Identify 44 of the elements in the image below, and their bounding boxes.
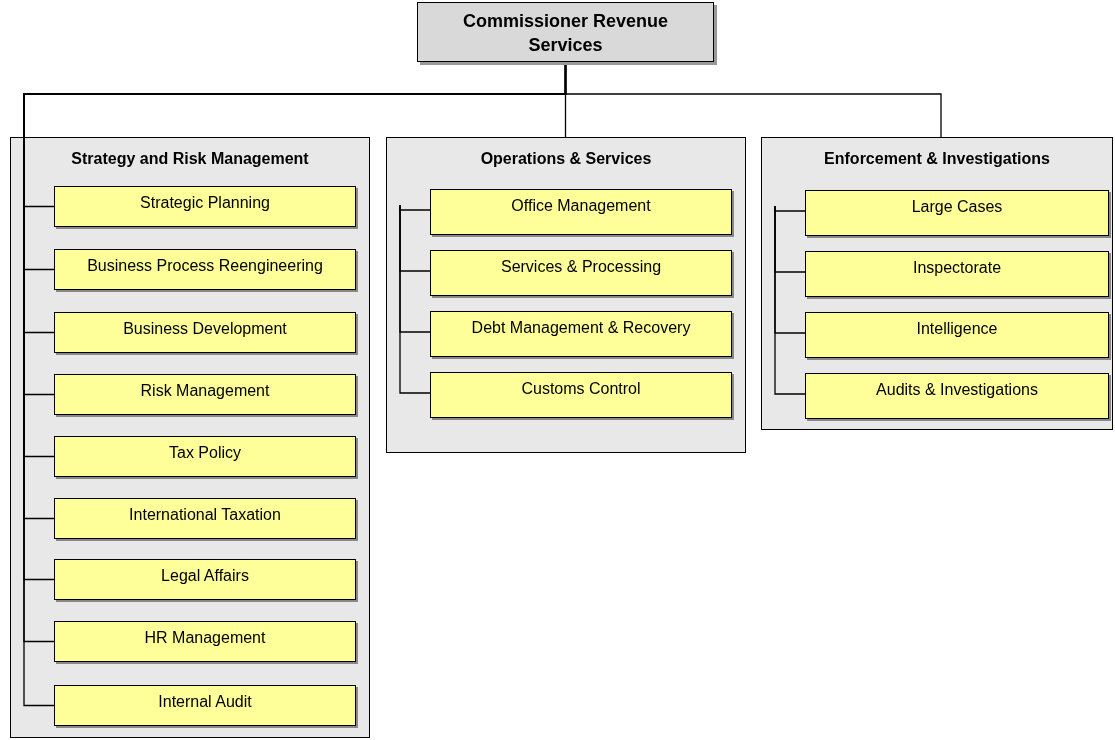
unit-box xyxy=(54,685,356,726)
panel-heading: Operations & Services xyxy=(479,150,653,168)
unit-label: Strategic Planning xyxy=(139,194,271,212)
unit-box xyxy=(805,312,1109,358)
unit-box xyxy=(805,190,1109,236)
unit-box xyxy=(805,251,1109,297)
unit-box xyxy=(54,498,356,539)
unit-label: Business Development xyxy=(122,320,288,338)
connector-line xyxy=(774,205,806,395)
department-panel xyxy=(386,137,746,453)
unit-label: Audits & Investigations xyxy=(875,381,1039,399)
unit-label: Tax Policy xyxy=(168,444,242,462)
department-panel xyxy=(10,137,370,738)
box-title: Commissioner Revenue Services xyxy=(461,10,670,57)
unit-box xyxy=(54,559,356,600)
unit-label: Office Management xyxy=(510,197,652,215)
unit-box xyxy=(54,312,356,353)
unit-label: Customs Control xyxy=(520,380,642,398)
unit-label: Internal Audit xyxy=(157,693,253,711)
unit-label: Risk Management xyxy=(139,382,271,400)
unit-box xyxy=(54,436,356,477)
unit-box xyxy=(54,374,356,415)
unit-label: Services & Processing xyxy=(499,258,663,276)
head-office-box xyxy=(417,2,714,62)
unit-label: Inspectorate xyxy=(911,259,1003,277)
unit-label: Business Process Reengineering xyxy=(86,257,324,275)
panel-heading: Strategy and Risk Management xyxy=(70,150,310,168)
unit-label: Intelligence xyxy=(915,320,999,338)
panel-heading: Enforcement & Investigations xyxy=(823,150,1051,168)
unit-box xyxy=(54,249,356,290)
unit-box xyxy=(430,189,732,235)
unit-label: Debt Management & Recovery xyxy=(470,319,692,337)
unit-label: Legal Affairs xyxy=(160,567,250,585)
unit-box xyxy=(805,373,1109,419)
unit-label: HR Management xyxy=(143,629,267,647)
department-panel xyxy=(761,137,1113,430)
unit-label: Large Cases xyxy=(910,198,1004,216)
unit-label: International Taxation xyxy=(128,506,282,524)
unit-box xyxy=(430,311,732,357)
unit-box xyxy=(430,250,732,296)
unit-box xyxy=(54,186,356,227)
connector-line xyxy=(399,204,431,394)
unit-box xyxy=(430,372,732,418)
unit-box xyxy=(54,621,356,662)
